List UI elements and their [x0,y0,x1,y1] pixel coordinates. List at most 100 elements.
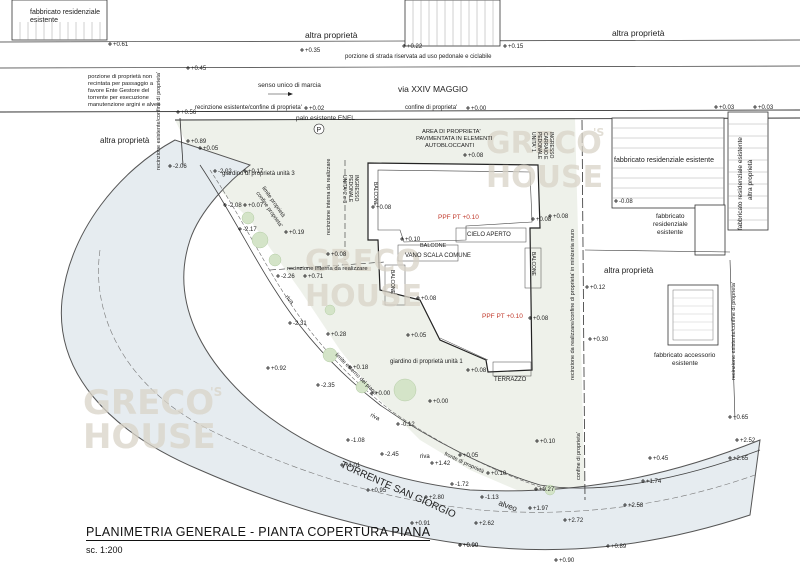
level-cross [531,217,535,221]
altra-proprieta-left: altra proprietà [100,136,150,145]
level-value: +0.07 [248,203,264,209]
level-value: +2.80 [429,495,445,501]
level-value: +0.90 [463,543,479,549]
level-value: -2.45 [385,452,399,458]
recinzione-interna-vertical: recinzione interna da realizzare [326,159,332,235]
svg-text:'S: 'S [210,385,222,399]
level-value: +0.00 [375,391,391,397]
level-value: +0.10 [491,471,507,477]
level-cross [284,230,288,234]
svg-text:UNITA' 2 e 3: UNITA' 2 e 3 [341,175,347,203]
level-value: -2.26 [281,274,295,280]
level-cross [424,495,428,499]
level-cross [346,438,350,442]
riva-label-2: riva [369,413,381,423]
level-value: +2.72 [568,518,584,524]
svg-text:manutenzione argini e alveo: manutenzione argini e alveo [88,102,161,108]
level-value: -2.35 [321,383,335,389]
ppf-label-2: PPF PT +0.10 [482,313,523,320]
level-value: +0.08 [376,205,392,211]
giardino-1-label: giardino di proprietà unità 1 [390,359,463,365]
level-cross [300,48,304,52]
giardino-3-label: giardino di proprietà unità 3 [222,171,295,177]
svg-text:residenziale: residenziale [653,221,688,228]
level-cross [400,237,404,241]
svg-text:GRECO: GRECO [486,126,602,161]
riva-label-3: riva [420,454,430,460]
fence-right-vertical [581,119,586,501]
level-value: +0.08 [468,153,484,159]
level-cross [371,205,375,209]
level-value: -0.08 [619,199,633,205]
level-cross [486,471,490,475]
svg-text:torrente per esecuzione: torrente per esecuzione [88,95,149,101]
terrazzo-label: TERRAZZO [494,377,527,383]
level-value: +0.61 [113,42,129,48]
level-value: +0.71 [308,274,324,280]
level-cross [554,558,558,562]
building-accessory [667,284,719,346]
level-cross [266,366,270,370]
via-label: via XXIV MAGGIO [398,84,468,94]
level-value: +0.95 [371,488,387,494]
level-value: -0.12 [401,422,415,428]
level-cross [396,422,400,426]
balcone-label-4: BALCONE [530,252,536,277]
svg-text:GRECO: GRECO [305,244,421,279]
level-cross [186,66,190,70]
svg-text:PEDONALE: PEDONALE [536,132,542,160]
fabbricato-vertical-label: fabbricato residenziale esistente altra … [737,137,754,230]
vano-scala-label: VANO SCALA COMUNE [405,253,471,259]
level-value: -1.08 [351,438,365,444]
recinzione-vertical-left: recinzione esistente/confine di propriet… [156,72,162,170]
level-value: +0.12 [590,285,606,291]
level-value: +0.05 [411,333,427,339]
building-top-left [11,0,108,41]
level-cross [410,521,414,525]
level-value: +0.08 [553,214,569,220]
level-value: +0.45 [653,456,669,462]
fence-right-existing [729,259,736,421]
level-value: +0.92 [271,366,287,372]
level-cross [168,164,172,168]
watermark-greco-house: GRECO HOUSE 'S GRECO HOUSE GRECO HOUSE '… [83,126,604,457]
level-value: +0.45 [191,66,207,72]
parking-sign: P [313,123,325,135]
svg-text:PAVIMENTATA IN ELEMENTI: PAVIMENTATA IN ELEMENTI [416,136,493,142]
riva-label-1: riva [283,294,294,306]
level-cross [243,203,247,207]
level-value: +0.22 [407,44,423,50]
level-value: +0.08 [471,368,487,374]
level-value: +0.08 [421,296,437,302]
level-value: +0.15 [508,44,524,50]
level-cross [450,482,454,486]
level-cross [641,479,645,483]
level-cross [548,214,552,218]
level-cross [474,521,478,525]
level-cross [416,296,420,300]
porzione-non-recintata-label: porzione di proprietà non recintata per … [88,74,161,108]
ppf-label-1: PPF PT +0.10 [438,214,479,221]
svg-text:fabbricato accessorio: fabbricato accessorio [654,352,716,359]
svg-text:altra proprietà: altra proprietà [747,160,754,200]
river-torrente [60,139,761,551]
level-value: +0.03 [719,105,735,111]
direction-arrow [268,92,293,96]
svg-text:porzione di proprietà non: porzione di proprietà non [88,74,152,80]
level-cross [238,227,242,231]
level-cross [735,438,739,442]
fabbricato-right2-label: fabbricato residenziale esistente [653,213,688,236]
level-value: +0.89 [611,544,627,550]
level-value: +0.00 [471,106,487,112]
level-cross [108,42,112,46]
level-value: +1.01 [345,463,361,469]
level-cross [340,463,344,467]
level-cross [213,169,217,173]
svg-text:recintata per passaggio a: recintata per passaggio a [88,81,154,87]
level-cross [380,452,384,456]
level-cross [466,368,470,372]
area-pavimentata-label: AREA DI PROPRIETA' PAVIMENTATA IN ELEMEN… [416,129,493,149]
fabbricato-top-left-label: fabbricato residenziale esistente [30,9,100,24]
level-cross [176,110,180,114]
level-cross [430,461,434,465]
